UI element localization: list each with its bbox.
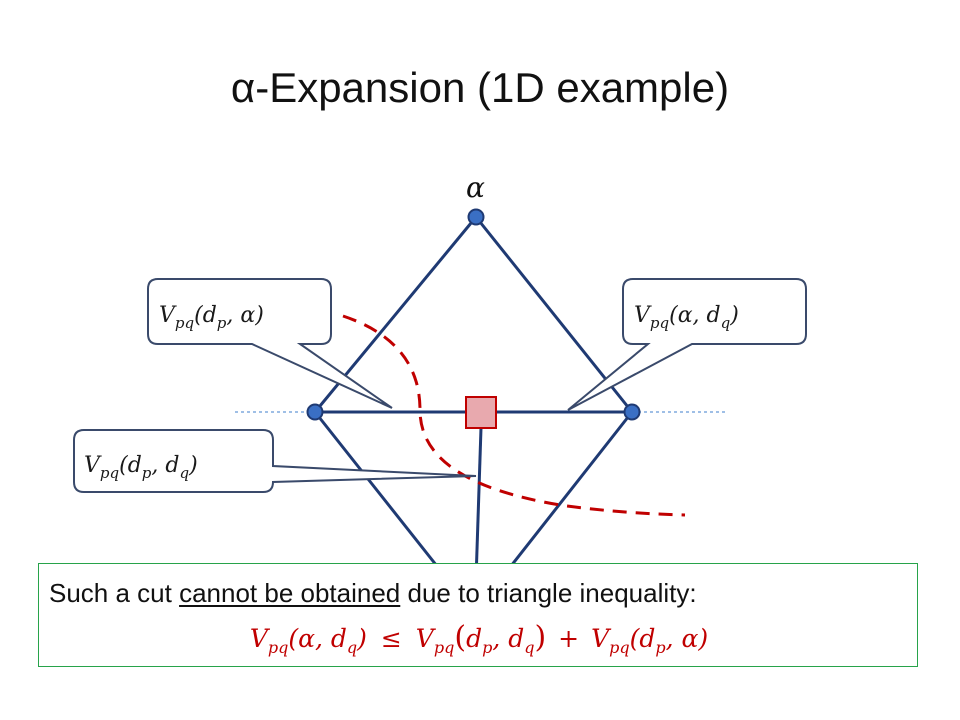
inequality-formula: Vpq(α, dq) ≤ Vpq(dp, dq) + Vpq(dp, α) bbox=[39, 620, 919, 657]
node-q bbox=[623, 403, 641, 421]
callout-left-mid-bubble bbox=[73, 429, 477, 493]
node-p bbox=[306, 403, 324, 421]
slide-title: α-Expansion (1D example) bbox=[230, 64, 730, 111]
inequality-rhs2: Vpq(dp, α) bbox=[591, 624, 709, 657]
inequality-rhs1: Vpq(dp, dq) bbox=[415, 620, 547, 657]
cut-curve bbox=[342, 314, 686, 517]
edge-aux-sink bbox=[474, 427, 483, 581]
edge-q-sink bbox=[498, 411, 634, 581]
triangle-inequality-note: Such a cut cannot be obtained due to tri… bbox=[38, 563, 918, 667]
edge-p-sink bbox=[313, 411, 450, 581]
inequality-plus: + bbox=[558, 624, 580, 653]
alpha-label: α bbox=[466, 171, 485, 204]
inequality-operator: ≤ bbox=[380, 624, 402, 653]
note-sentence-pre: Such a cut bbox=[49, 578, 180, 608]
callout-left-top-bubble bbox=[147, 278, 393, 409]
inequality-lhs: Vpq(α, dq) bbox=[249, 624, 367, 657]
callout-right-top-bubble bbox=[567, 278, 807, 411]
callout-right-top-text: Vpq(α, dq) bbox=[634, 303, 739, 332]
node-auxiliary bbox=[465, 396, 497, 429]
callout-left-mid-text: Vpq(dp, dq) bbox=[84, 453, 198, 482]
note-sentence: Such a cut cannot be obtained due to tri… bbox=[49, 578, 697, 609]
note-sentence-underlined: cannot be obtained bbox=[179, 578, 401, 608]
node-alpha bbox=[467, 208, 485, 226]
note-sentence-post: due to triangle inequality: bbox=[400, 578, 697, 608]
callout-left-top-text: Vpq(dp, α) bbox=[159, 303, 264, 332]
